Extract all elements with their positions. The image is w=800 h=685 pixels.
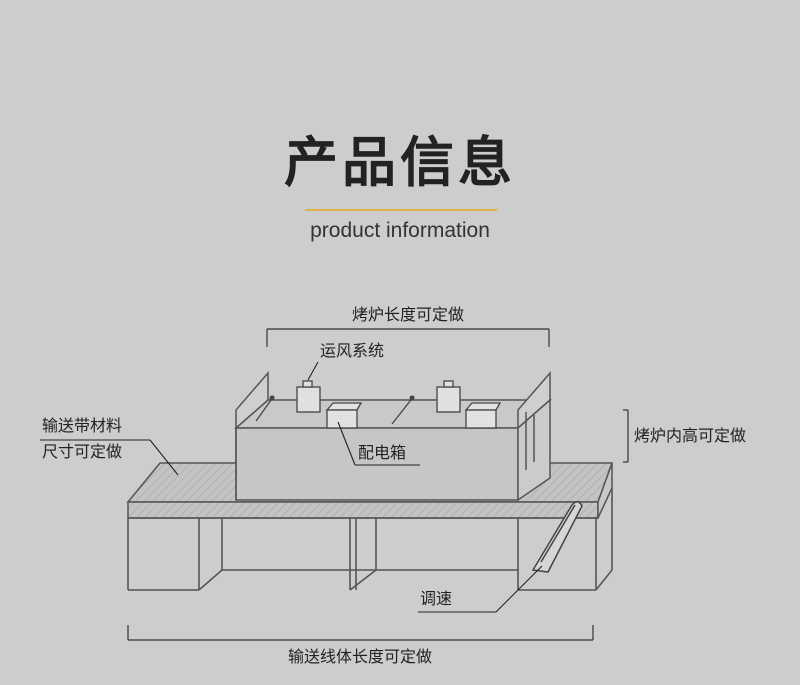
title-underline (305, 209, 497, 211)
belt-size-label-line2: 尺寸可定做 (42, 442, 122, 461)
fan-unit-right (436, 380, 461, 413)
speed-label: 调速 (420, 589, 452, 608)
page-title: 产品信息 (284, 131, 516, 194)
fan-unit-left (296, 380, 321, 413)
line-length-label: 输送线体长度可定做 (288, 647, 432, 666)
oven-height-bracket (623, 409, 629, 463)
line-length-bracket (127, 625, 594, 641)
belt-size-label-line1: 输送带材料 (42, 416, 122, 435)
support-frame (127, 488, 613, 591)
distribution-box-left (325, 402, 363, 429)
oven-height-label: 烤炉内高可定做 (634, 426, 746, 445)
distribution-box-right (464, 402, 502, 429)
oven-top-dividers (255, 395, 415, 425)
oven-length-label: 烤炉长度可定做 (352, 305, 464, 324)
air-system-label: 运风系统 (320, 341, 384, 360)
page-subtitle: product information (310, 219, 490, 242)
oven-body (234, 370, 552, 502)
distribution-box-label: 配电箱 (358, 443, 406, 462)
speed-control (531, 501, 583, 573)
oven-length-bracket (266, 328, 550, 347)
leader-lines (40, 361, 543, 613)
